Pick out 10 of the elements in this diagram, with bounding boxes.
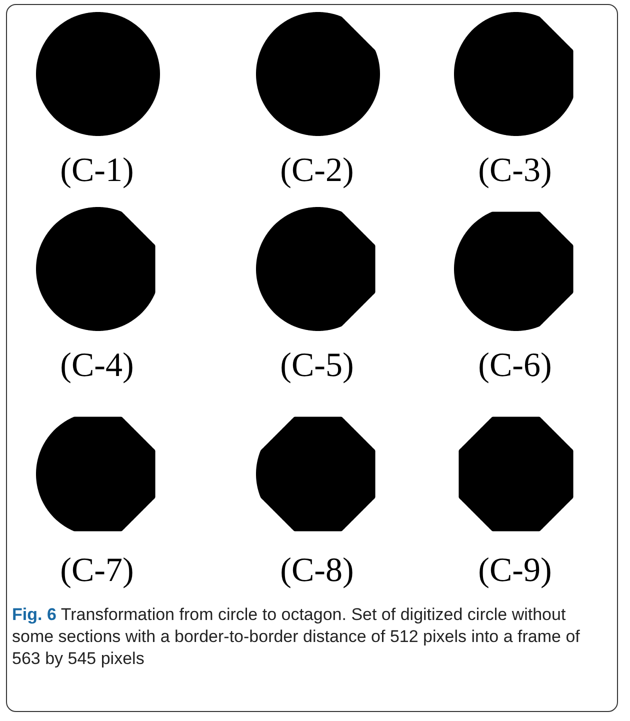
- shape-label: (C-1): [59, 152, 135, 190]
- figure-caption: Fig. 6 Transformation from circle to octagon. Set of digitized circle without some sections with a border-to-border distance of 512 pixels into a frame of 563 by 545 pixels: [12, 604, 581, 670]
- shape-label: (C-4): [59, 347, 135, 385]
- shape-label: (C-3): [477, 152, 553, 190]
- shape-label: (C-5): [279, 347, 355, 385]
- shape-label: (C-6): [477, 347, 553, 385]
- shape-label: (C-8): [279, 552, 355, 590]
- shape-label: (C-9): [477, 552, 553, 590]
- shape-label: (C-2): [279, 152, 355, 190]
- shape-label: (C-7): [59, 552, 135, 590]
